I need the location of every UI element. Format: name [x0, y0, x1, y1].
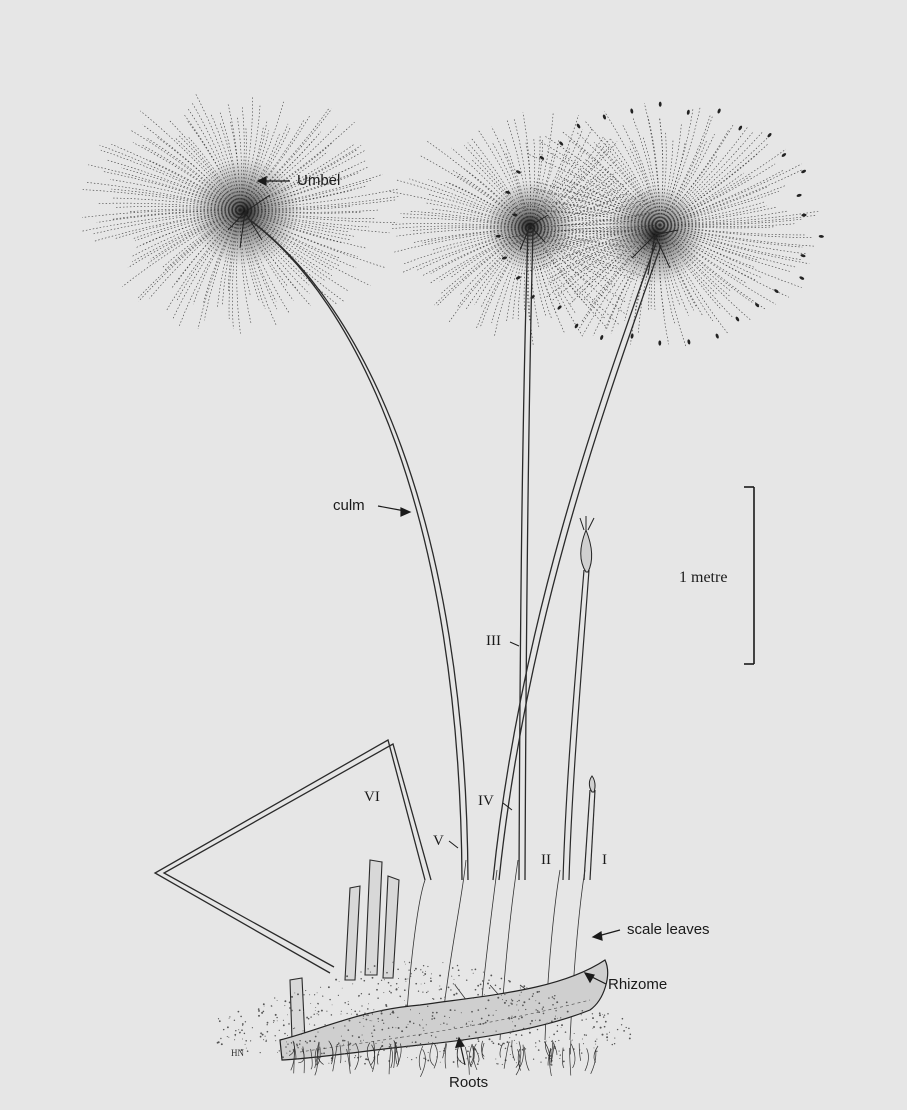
culm-number-ii: II: [541, 852, 551, 869]
umbel-left: [82, 94, 400, 334]
culm-number-vi: VI: [364, 789, 380, 806]
culm-stems: [247, 218, 661, 880]
umbel-label: Umbel: [297, 172, 340, 189]
scale-bar: [744, 487, 754, 664]
artist-initials: HN: [231, 1048, 244, 1058]
culm-number-v: V: [433, 833, 444, 850]
roots-label: Roots: [449, 1074, 488, 1091]
culm-number-i: I: [602, 852, 607, 869]
label-arrows: [258, 177, 620, 1065]
culm-label: culm: [333, 497, 365, 514]
rhizome: [280, 960, 608, 1060]
rhizome-label: Rhizome: [608, 976, 667, 993]
scale-bar-label: 1 metre: [679, 569, 727, 587]
culm-number-iv: IV: [478, 793, 494, 810]
culm-number-iii: III: [486, 633, 501, 650]
scale-leaves-label: scale leaves: [627, 921, 710, 938]
